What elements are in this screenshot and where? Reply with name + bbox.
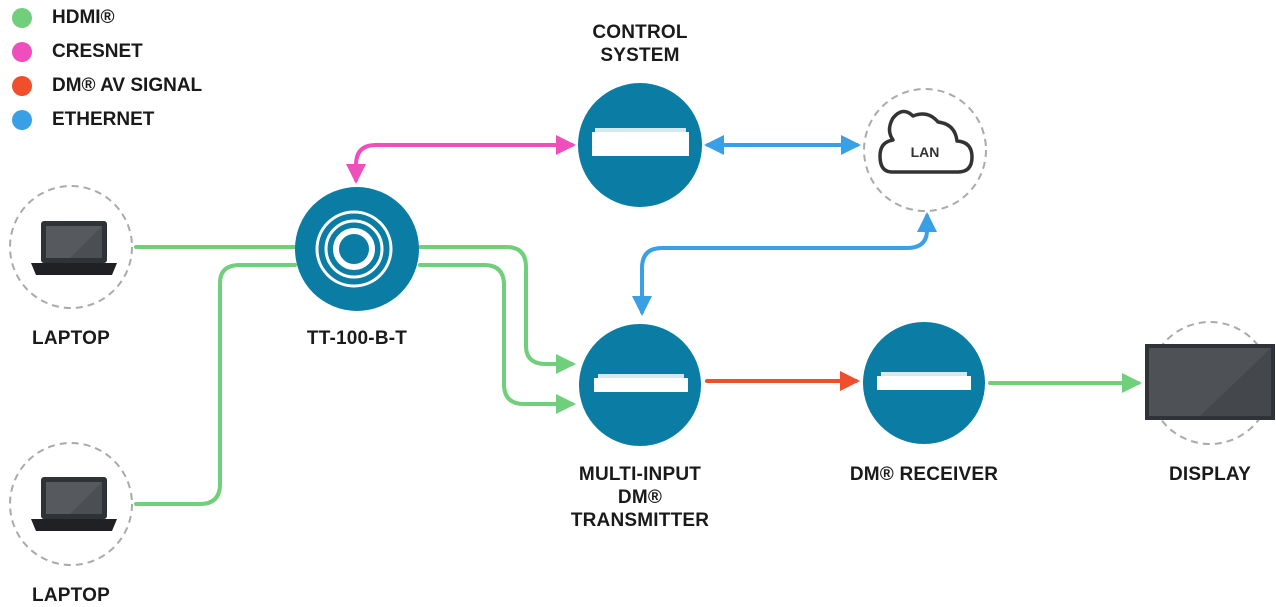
control-system-label-line: SYSTEM [600,45,680,66]
legend-dot-hdmi [12,8,32,28]
legend-item-dm-av-signal: DM® AV SIGNAL [12,74,202,98]
hdmi-line-panel-to-transmitter-2 [418,263,576,414]
legend-item-hdmi: HDMI® [12,6,115,30]
ethernet-line-lan-to-transmitter [632,212,937,316]
display-label: DISPLAY [1168,464,1251,485]
legend-dot-ethernet [12,110,32,130]
transmitter-label-line: TRANSMITTER [570,510,710,531]
legend-dot-cresnet [12,42,32,62]
control-system-label-line: CONTROL [592,22,688,43]
cloud-icon [878,109,974,174]
legend-dot-dm-av-signal [12,76,32,96]
hdmi-line-panel-to-transmitter-1 [418,245,576,374]
cresnet-line-panel-to-control [346,135,576,184]
laptop-top-node [9,185,133,309]
display-icon [1145,344,1275,420]
rack-device-icon [594,374,688,392]
laptop-top-label: LAPTOP [32,328,110,349]
legend-label-ethernet: ETHERNET [52,109,155,130]
display-node [1145,321,1275,445]
transmitter-label-line: DM® [617,487,663,508]
lan-node: LAN [863,88,987,212]
receiver-label: DM® RECEIVER [849,464,999,485]
legend-label-cresnet: CRESNET [52,41,143,62]
touch-panel-icon [315,210,393,288]
laptop-bottom-label: LAPTOP [32,585,110,606]
transmitter-label-line: MULTI-INPUT [578,464,702,485]
rack-device-icon [592,128,689,156]
lan-label: LAN [911,144,940,160]
control-system-node [578,83,702,207]
legend-label-dm-av-signal: DM® AV SIGNAL [52,75,203,96]
touch-panel-label: TT-100-B-T [306,328,408,349]
receiver-node [863,322,985,444]
rack-device-icon [877,372,971,390]
legend-item-ethernet: ETHERNET [12,108,154,132]
touch-panel-node [295,187,419,311]
legend-item-cresnet: CRESNET [12,40,143,64]
laptop-icon [31,221,117,275]
laptop-icon [31,477,117,531]
legend-label-hdmi: HDMI® [52,7,115,28]
transmitter-node [579,324,701,446]
transmitter-label: MULTI-INPUT DM® TRANSMITTER [545,463,735,532]
control-system-label: CONTROL SYSTEM [560,21,720,67]
hdmi-line-laptop-bottom-to-panel [134,263,297,506]
laptop-bottom-node [9,442,133,566]
